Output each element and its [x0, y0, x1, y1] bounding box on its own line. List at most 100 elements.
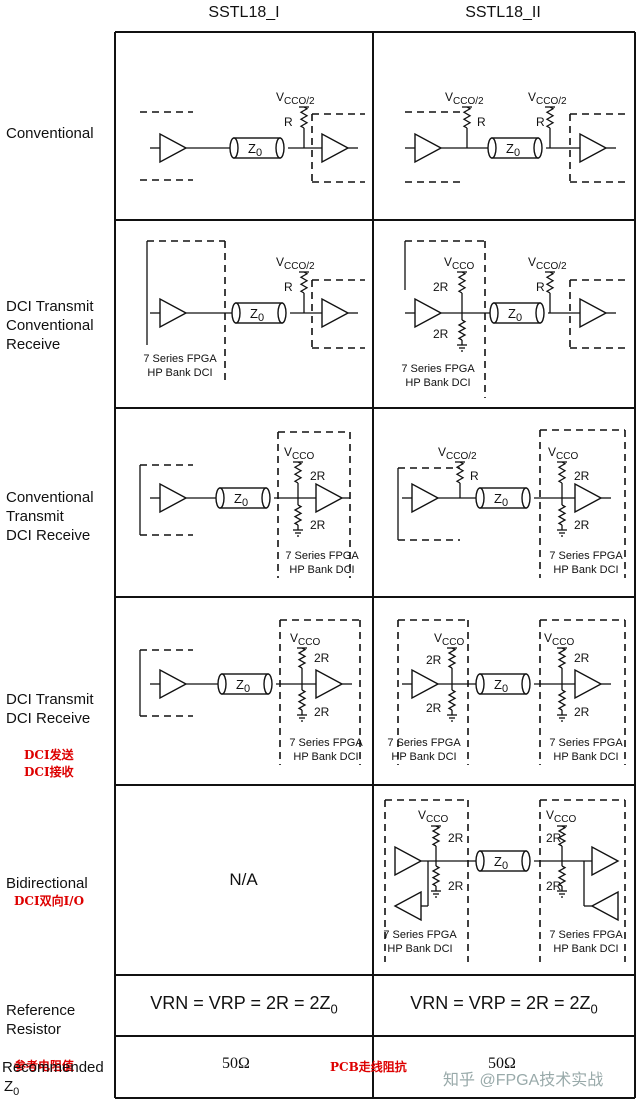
resistor-label: 2R: [310, 469, 326, 483]
resistor-label: 2R: [310, 518, 326, 532]
buffer-triangle: [159, 132, 188, 164]
fpga-label: 7 Series FPGA: [285, 550, 359, 562]
resistor: [557, 825, 567, 847]
vcco-label: VCCO/2: [438, 445, 477, 462]
z0-label: Z0: [248, 141, 262, 159]
buffer-triangle: [414, 132, 443, 164]
resistor-label: 2R: [448, 831, 464, 845]
z0-label: Z0: [236, 677, 250, 695]
buffer-triangle: [394, 845, 423, 877]
resistor: [447, 689, 457, 711]
vcco-label: VCCO/2: [445, 90, 484, 107]
row-label-text: DCI Transmit Conventional Receive: [6, 298, 94, 353]
vcco-label: VCCO/2: [276, 90, 315, 107]
vcco-label: VCCO: [548, 445, 578, 462]
fpga-label: HP Bank DCI: [405, 377, 470, 389]
vcco-label: VCCO: [290, 631, 320, 648]
vcco-label: VCCO/2: [276, 255, 315, 272]
buffer-triangle: [159, 482, 188, 514]
resistor: [297, 689, 307, 711]
watermark: 知乎 @FPGA技术实战: [443, 1072, 604, 1089]
buffer-triangle: [414, 297, 443, 329]
fpga-label: HP Bank DCI: [553, 943, 618, 955]
fpga-label: HP Bank DCI: [391, 751, 456, 763]
row-note-cn: DCI双向I/O: [14, 894, 85, 908]
resistor: [431, 825, 441, 847]
resistor: [557, 689, 567, 711]
z0-label: Z0: [506, 141, 520, 159]
buffer-triangle: [159, 668, 188, 700]
resistor: [457, 271, 467, 294]
row-label-conv-tx-dci-rx: Conventional Transmit DCI Receive: [6, 469, 94, 564]
row-label-conventional: Conventional: [6, 124, 94, 143]
buffer-triangle: [321, 297, 350, 329]
fpga-label: HP Bank DCI: [289, 564, 354, 576]
fpga-label: 7 Series FPGA: [549, 737, 623, 749]
transmission-line-end: [489, 302, 499, 324]
resistor: [557, 647, 567, 669]
row-label-dci-tx-dci-rx: DCI Transmit DCI Receive DCI发送 DCI接收: [6, 671, 94, 800]
buffer-triangle: [159, 297, 188, 329]
row-label-bidirectional: Bidirectional DCI双向I/O: [6, 874, 88, 910]
resistor: [299, 106, 309, 129]
fpga-label: 7 Series FPGA: [289, 737, 363, 749]
resistor: [557, 504, 567, 526]
resistor-label: R: [536, 280, 545, 294]
resistor: [431, 865, 441, 887]
fpga-label: HP Bank DCI: [387, 943, 452, 955]
resistor-label: R: [477, 115, 486, 129]
resistor: [557, 865, 567, 887]
resistor: [293, 504, 303, 526]
resistor-label: 2R: [314, 705, 330, 719]
transmission-line-end: [261, 487, 271, 509]
transmission-line-end: [217, 673, 227, 695]
transmission-line-end: [521, 487, 531, 509]
transmission-line-end: [475, 673, 485, 695]
resistor: [462, 106, 472, 129]
resistor-label: 2R: [426, 701, 442, 715]
transmission-line-end: [275, 137, 285, 159]
z0-label: Z0: [508, 306, 522, 324]
resistor-label: R: [536, 115, 545, 129]
row-label-text: Conventional Transmit DCI Receive: [6, 489, 94, 544]
resistor: [457, 319, 467, 341]
resistor-label: 2R: [426, 653, 442, 667]
fpga-label: HP Bank DCI: [147, 367, 212, 379]
transmission-line-end: [487, 137, 497, 159]
ref-resistor-right-text: VRN = VRP = 2R = 2Z0: [410, 993, 598, 1017]
resistor: [545, 106, 555, 129]
vcco-label: VCCO: [544, 631, 574, 648]
z0-right-value: 50Ω: [488, 1055, 516, 1072]
buffer-triangle: [590, 890, 619, 922]
resistor: [545, 271, 555, 294]
vcco-label: VCCO: [434, 631, 464, 648]
vcco-label: VCCO/2: [528, 90, 567, 107]
z0-label: Z0: [494, 677, 508, 695]
buffer-triangle: [411, 668, 440, 700]
resistor-label: 2R: [574, 651, 590, 665]
z0-label: Z0: [494, 491, 508, 509]
resistor-label: 2R: [433, 327, 449, 341]
buffer-triangle: [591, 845, 620, 877]
transmission-line-end: [521, 673, 531, 695]
buffer-triangle: [315, 668, 344, 700]
fpga-label: HP Bank DCI: [553, 564, 618, 576]
ref-resistor-left: VRN = VRP = 2R = 2Z0: [115, 975, 373, 1035]
col-header-sstl18-ii: SSTL18_II: [465, 4, 541, 21]
fpga-label: HP Bank DCI: [553, 751, 618, 763]
buffer-triangle: [393, 890, 422, 922]
fpga-label: 7 Series FPGA: [387, 737, 461, 749]
fpga-label: 7 Series FPGA: [143, 353, 217, 365]
ref-resistor-left-text: VRN = VRP = 2R = 2Z0: [150, 993, 338, 1017]
row-label-text: Conventional: [6, 125, 94, 142]
vcco-label: VCCO: [284, 445, 314, 462]
row-label-recommended-z0: Recommended Z0: [2, 1058, 104, 1102]
vcco-label: VCCO: [546, 808, 576, 825]
vcco-label: VCCO: [444, 255, 474, 272]
buffer-triangle: [574, 482, 603, 514]
fpga-label: 7 Series FPGA: [401, 363, 475, 375]
transmission-line-end: [521, 850, 531, 872]
row-note-cn: DCI发送 DCI接收: [24, 748, 74, 779]
row-label-text: Bidirectional: [6, 875, 88, 892]
